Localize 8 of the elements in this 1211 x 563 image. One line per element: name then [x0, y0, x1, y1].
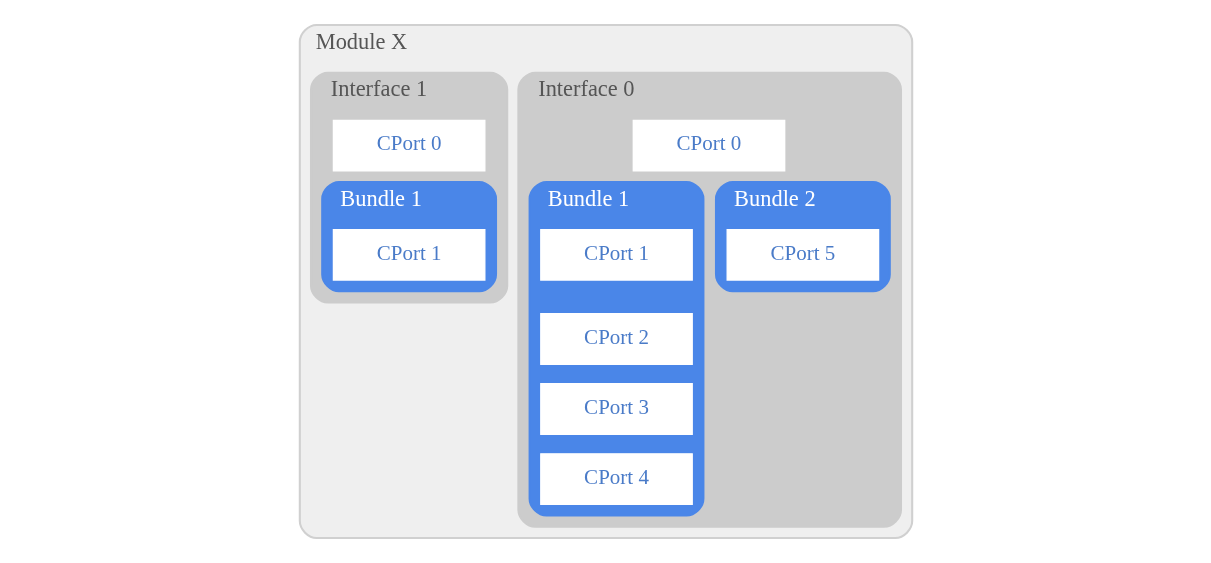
node-box: CPort 1 — [539, 228, 693, 281]
node-box: CPort 3 — [539, 383, 693, 435]
node-box: CPort 0 — [632, 119, 785, 172]
node-box: CPort 4 — [539, 453, 693, 505]
node-box: CPort 5 — [726, 228, 879, 281]
node-box: CPort 1 — [332, 228, 485, 281]
node-box: CPort 2 — [539, 313, 693, 365]
node-box: CPort 0 — [332, 119, 485, 172]
